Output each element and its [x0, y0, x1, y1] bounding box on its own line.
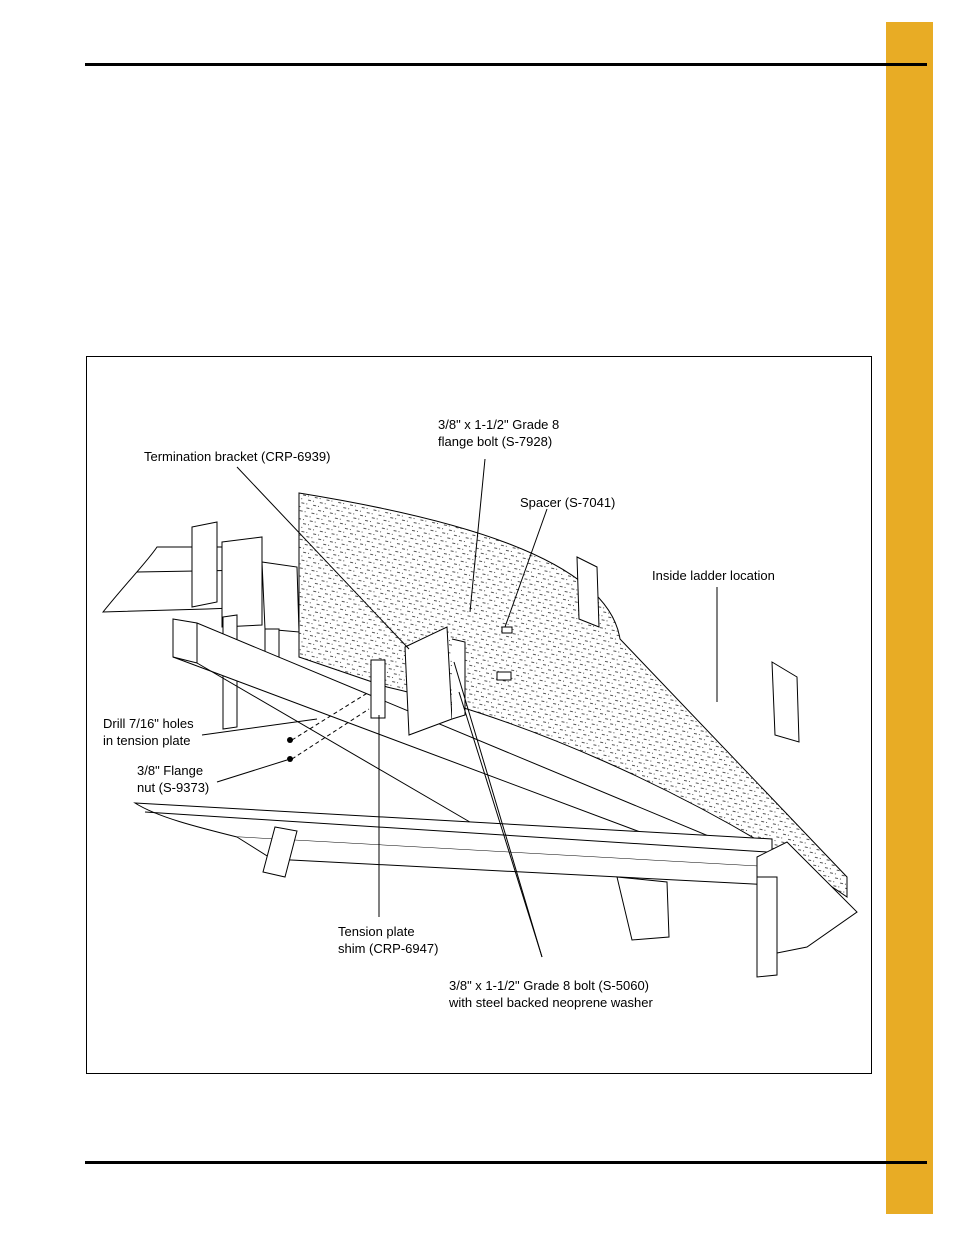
corrugated-sheet — [298, 492, 848, 898]
footer-rule — [85, 1161, 927, 1164]
ladder-upright-2 — [771, 661, 800, 743]
upper-left-bracket — [191, 521, 218, 608]
lower-left-bracket — [262, 826, 298, 878]
callout-flange-nut: 3/8" Flange nut (S-9373) — [137, 763, 210, 795]
callout-grade8-bolt: 3/8" x 1-1/2" Grade 8 bolt (S-5060) with… — [449, 978, 653, 1010]
header-rule — [85, 63, 927, 66]
termination-bracket — [404, 626, 453, 736]
tension-plate-shim — [370, 659, 386, 719]
assembly-figure: 3/8" x 1-1/2" Grade 8 flange bolt (S-792… — [86, 356, 872, 1074]
callout-spacer: Spacer (S-7041) — [520, 495, 616, 510]
callout-termination-bracket: Termination bracket (CRP-6939) — [144, 449, 331, 464]
callout-inside-ladder: Inside ladder location — [652, 568, 775, 583]
callout-drill-holes: Drill 7/16" holes in tension plate — [103, 716, 194, 748]
chapter-side-tab — [886, 22, 933, 1214]
ladder-upright-1 — [576, 556, 600, 628]
assembly-drawing — [101, 458, 858, 978]
callout-flange-bolt: 3/8" x 1-1/2" Grade 8 flange bolt (S-792… — [438, 417, 560, 449]
callout-tension-plate-shim: Tension plate shim (CRP-6947) — [338, 924, 439, 956]
